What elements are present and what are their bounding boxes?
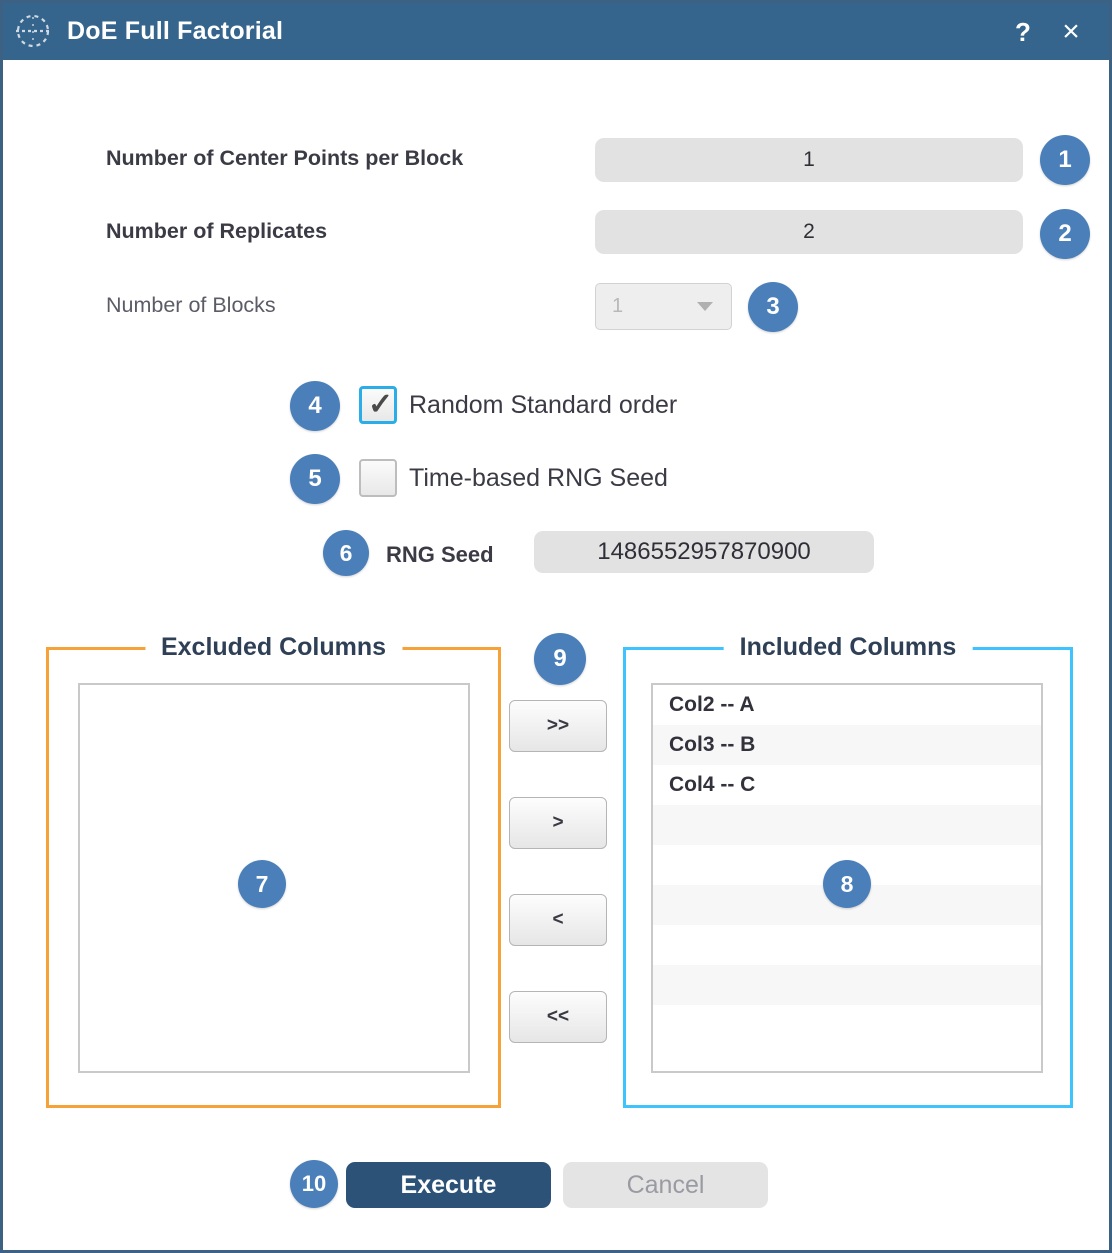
center-points-input[interactable] <box>595 138 1023 182</box>
badge-4: 4 <box>290 381 340 431</box>
badge-10: 10 <box>290 1160 338 1208</box>
random-standard-order-label: Random Standard order <box>409 391 678 419</box>
rng-seed-input[interactable] <box>534 531 874 573</box>
badge-1: 1 <box>1040 135 1090 185</box>
badge-7: 7 <box>238 860 286 908</box>
badge-3: 3 <box>748 282 798 332</box>
list-item[interactable]: Col4 -- C <box>653 765 1041 805</box>
execute-button[interactable]: Execute <box>346 1162 551 1208</box>
list-item[interactable]: Col3 -- B <box>653 725 1041 765</box>
list-empty-row <box>653 925 1041 965</box>
badge-5: 5 <box>290 454 340 504</box>
move-all-left-button[interactable]: << <box>509 991 607 1043</box>
list-empty-row <box>653 805 1041 845</box>
title-bar: DoE Full Factorial ? × <box>3 3 1109 60</box>
time-based-rng-seed-checkbox[interactable] <box>359 459 397 497</box>
time-based-rng-seed-label: Time-based RNG Seed <box>409 464 668 492</box>
check-icon: ✓ <box>368 388 394 421</box>
list-empty-row <box>653 965 1041 1005</box>
help-icon[interactable]: ? <box>1015 16 1031 47</box>
move-all-right-button[interactable]: >> <box>509 700 607 752</box>
move-right-button[interactable]: > <box>509 797 607 849</box>
target-crosshair-icon <box>3 3 59 60</box>
move-left-button[interactable]: < <box>509 894 607 946</box>
badge-6: 6 <box>323 530 369 576</box>
list-item[interactable]: Col2 -- A <box>653 685 1041 725</box>
replicates-input[interactable] <box>595 210 1023 254</box>
badge-2: 2 <box>1040 209 1090 259</box>
badge-8: 8 <box>823 860 871 908</box>
included-columns-title: Included Columns <box>723 633 973 662</box>
replicates-label: Number of Replicates <box>106 219 328 243</box>
blocks-dropdown[interactable]: 1 <box>595 283 732 330</box>
blocks-dropdown-value: 1 <box>612 295 624 317</box>
window-title: DoE Full Factorial <box>67 17 284 45</box>
random-standard-order-checkbox[interactable]: ✓ <box>359 386 397 424</box>
excluded-columns-title: Excluded Columns <box>144 633 403 662</box>
cancel-button[interactable]: Cancel <box>563 1162 768 1208</box>
blocks-label: Number of Blocks <box>106 293 276 317</box>
rng-seed-label: RNG Seed <box>386 542 494 567</box>
badge-9: 9 <box>534 633 586 685</box>
chevron-down-icon <box>697 302 713 311</box>
center-points-label: Number of Center Points per Block <box>106 146 464 170</box>
list-empty-row <box>653 1005 1041 1045</box>
close-icon[interactable]: × <box>1062 14 1080 48</box>
